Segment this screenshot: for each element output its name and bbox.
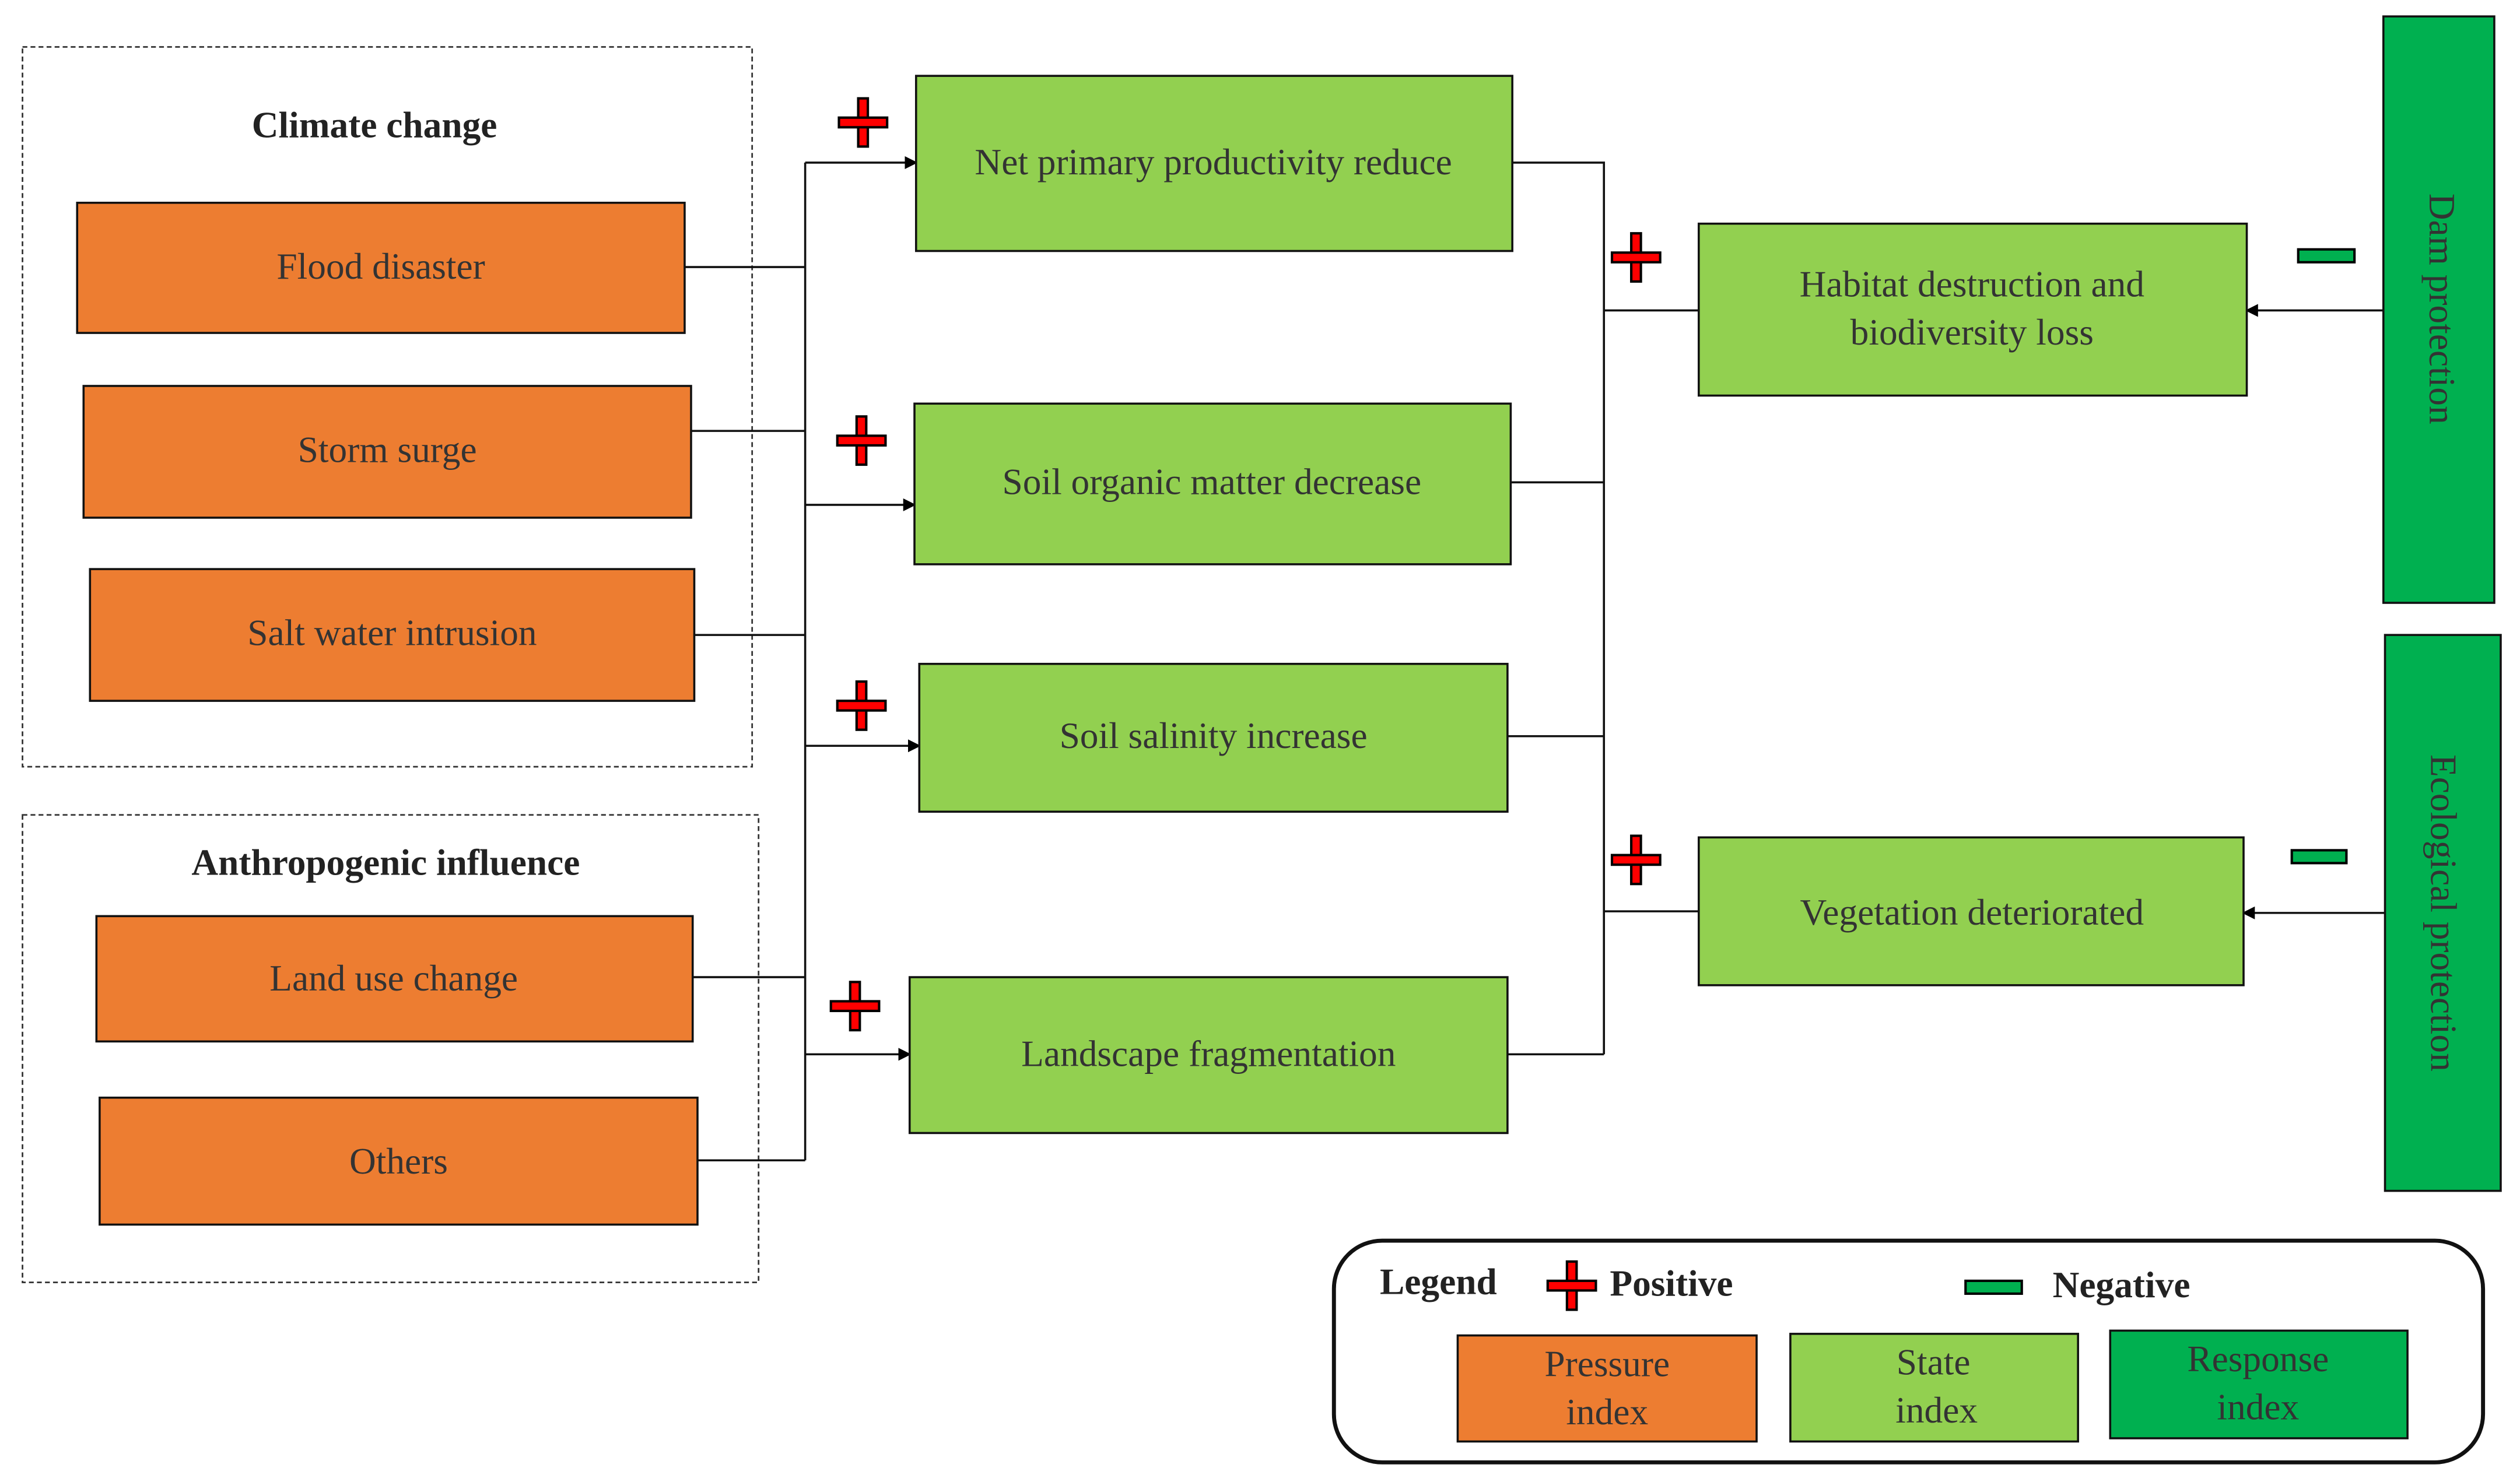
pressure-salt-water-intrusion: Salt water intrusion [89,568,696,702]
svg-text:Others: Others [349,1141,448,1182]
svg-text:Soil salinity increase: Soil salinity increase [1060,715,1368,756]
svg-text:Dam protection: Dam protection [2421,194,2462,424]
anthropogenic-title: Anthropogenic influence [191,842,580,883]
svg-text:Soil organic matter decrease: Soil organic matter decrease [1003,461,1422,502]
state-net-primary-productivity: Net primary productivity reduce [914,75,1513,252]
svg-text:index: index [1566,1392,1648,1432]
pressure-land-use-change: Land use change [95,915,694,1043]
state-connectors [1507,161,2385,1056]
state-soil-salinity: Soil salinity increase [918,662,1509,813]
legend-response-index: Response index [2109,1329,2409,1439]
plus-icon [839,99,887,147]
svg-text:Storm surge: Storm surge [298,429,477,470]
svg-text:Net primary productivity reduc: Net primary productivity reduce [975,142,1452,182]
svg-text:Habitat destruction and: Habitat destruction and [1800,264,2144,304]
svg-text:Land use change: Land use change [269,958,518,999]
legend-title: Legend [1380,1262,1497,1302]
pressure-connectors [684,156,921,1162]
svg-text:Salt water intrusion: Salt water intrusion [247,612,537,653]
state-habitat-destruction: Habitat destruction and biodiversity los… [1698,222,2248,397]
legend-pressure-index: Pressure index [1456,1334,1758,1443]
svg-text:Landscape fragmentation: Landscape fragmentation [1021,1033,1396,1074]
svg-text:Vegetation deteriorated: Vegetation deteriorated [1800,892,2144,933]
state-soil-organic-matter: Soil organic matter decrease [913,402,1512,566]
climate-change-title: Climate change [252,105,497,146]
response-dam-protection: Dam protection [2382,15,2496,604]
legend-negative: Negative [2053,1265,2190,1305]
svg-text:Ecological protection: Ecological protection [2423,754,2464,1072]
svg-text:biodiversity loss: biodiversity loss [1850,312,2094,353]
plus-icon [1612,836,1660,884]
legend-state-index: State index [1789,1333,2079,1443]
plus-icon [1612,233,1660,282]
response-ecological-protection: Ecological protection [2384,634,2502,1192]
anthropogenic-group [22,814,760,1284]
state-landscape-fragmentation: Landscape fragmentation [908,976,1509,1135]
plus-icon [831,982,879,1030]
plus-icon [837,682,886,730]
svg-text:Flood disaster: Flood disaster [276,246,485,287]
legend-positive: Positive [1610,1263,1733,1304]
svg-text:Pressure: Pressure [1544,1343,1670,1384]
state-vegetation-deteriorated: Vegetation deteriorated [1698,836,2245,986]
minus-icon [2290,849,2348,865]
svg-text:index: index [2217,1387,2299,1428]
minus-icon [2297,248,2356,264]
svg-text:index: index [1895,1390,1978,1431]
pressure-others: Others [99,1096,699,1226]
pressure-storm-surge: Storm surge [82,385,692,519]
pressure-flood-disaster: Flood disaster [76,202,686,334]
plus-icon [837,416,886,465]
svg-text:Response: Response [2187,1339,2329,1379]
svg-text:State: State [1897,1342,1971,1383]
minus-icon [1964,1279,2023,1295]
legend: Legend Positive Negative Pressure index S… [1331,1238,2486,1465]
